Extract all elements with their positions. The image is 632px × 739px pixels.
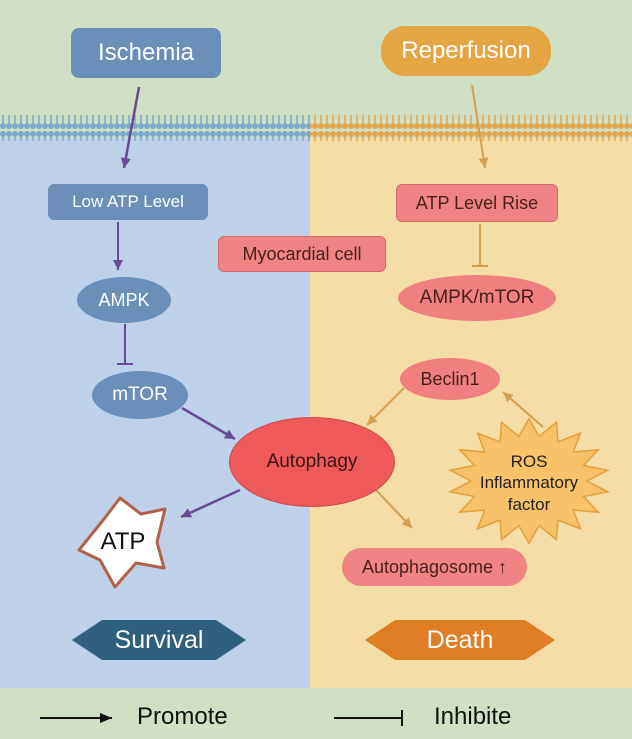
arrow-ischemia-to-low-atp bbox=[120, 86, 141, 169]
low-atp-level-node: Low ATP Level bbox=[48, 184, 208, 220]
arrow-beclin1-to-autophagy bbox=[366, 387, 405, 426]
atp-star-shape bbox=[77, 496, 167, 589]
ros-line-3: factor bbox=[507, 494, 551, 514]
ros-label: ROS Inflammatory factor bbox=[456, 444, 602, 522]
right-panel bbox=[310, 138, 632, 688]
legend-band bbox=[0, 688, 632, 739]
legend-inhibite-label: Inhibite bbox=[434, 703, 512, 730]
ampk-node: AMPK bbox=[77, 277, 171, 323]
legend-promote-label: Promote bbox=[137, 703, 228, 730]
atp-label: ATP bbox=[100, 528, 146, 555]
autophagy-node: Autophagy bbox=[229, 417, 395, 507]
death-hexagon-shape bbox=[365, 620, 555, 660]
myocardial-cell-label: Myocardial cell bbox=[218, 236, 386, 272]
arrow-autophagy-to-atp bbox=[180, 488, 241, 519]
ros-starburst-shape bbox=[447, 417, 611, 545]
arrow-ros-to-beclin1 bbox=[502, 391, 544, 428]
beclin1-node: Beclin1 bbox=[400, 358, 500, 400]
ros-line-2: Inflammatory bbox=[479, 473, 579, 493]
autophagosome-node: Autophagosome ↑ bbox=[342, 548, 527, 586]
arrow-autophagy-to-autophagosome bbox=[375, 489, 413, 529]
ampk-mtor-node: AMPK/mTOR bbox=[398, 275, 556, 321]
survival-hexagon-shape bbox=[72, 620, 246, 660]
ros-line-1: ROS bbox=[510, 452, 548, 472]
death-label: Death bbox=[426, 625, 494, 654]
reperfusion-node: Reperfusion bbox=[381, 26, 551, 76]
membrane-left bbox=[0, 115, 310, 141]
survival-label: Survival bbox=[114, 625, 204, 654]
membrane-right bbox=[310, 115, 632, 141]
atp-level-rise-node: ATP Level Rise bbox=[396, 184, 558, 222]
arrow-reperfusion-to-atp-rise bbox=[471, 84, 489, 169]
arrow-mtor-to-autophagy bbox=[181, 406, 236, 441]
mtor-node: mTOR bbox=[92, 371, 188, 419]
ischemia-node: Ischemia bbox=[71, 28, 221, 78]
